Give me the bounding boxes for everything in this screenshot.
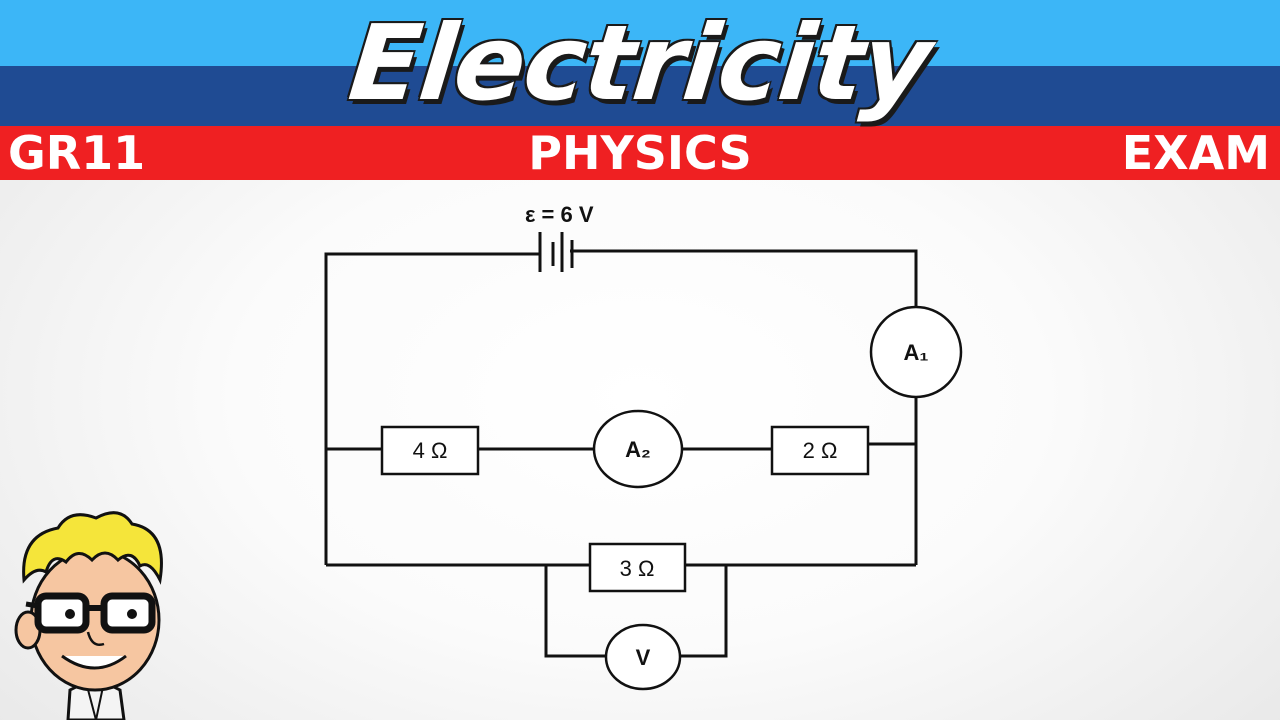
- resistor-3-ohm: [588, 542, 687, 593]
- wire-voltmeter-left: [544, 565, 606, 658]
- voltmeter: [604, 623, 682, 691]
- voltmeter-label: V: [636, 645, 651, 670]
- wire-voltmeter-right: [680, 565, 728, 658]
- ammeter-a2-label: A₂: [625, 437, 651, 462]
- header-band-dark: [0, 66, 1280, 126]
- exam-label: EXAM: [1121, 126, 1270, 180]
- header-band-red: [0, 126, 1280, 180]
- subject-label: PHYSICS: [528, 126, 752, 180]
- cartoon-boy-mascot-icon: [14, 511, 163, 720]
- battery-icon: [538, 232, 574, 272]
- wire-top-left: [324, 252, 540, 565]
- ammeter-a1-label: A₁: [904, 340, 929, 365]
- resistor-3-label: 3 Ω: [620, 556, 655, 581]
- resistor-4-label: 4 Ω: [413, 438, 448, 463]
- resistor-2-label: 2 Ω: [803, 438, 838, 463]
- emf-label: ε = 6 V: [525, 202, 594, 227]
- resistor-2-ohm: [770, 425, 870, 476]
- wire-top-right: [570, 249, 918, 312]
- ammeter-a1: [869, 305, 963, 399]
- grade-label: GR11: [8, 126, 146, 180]
- header-band-light: [0, 0, 1280, 66]
